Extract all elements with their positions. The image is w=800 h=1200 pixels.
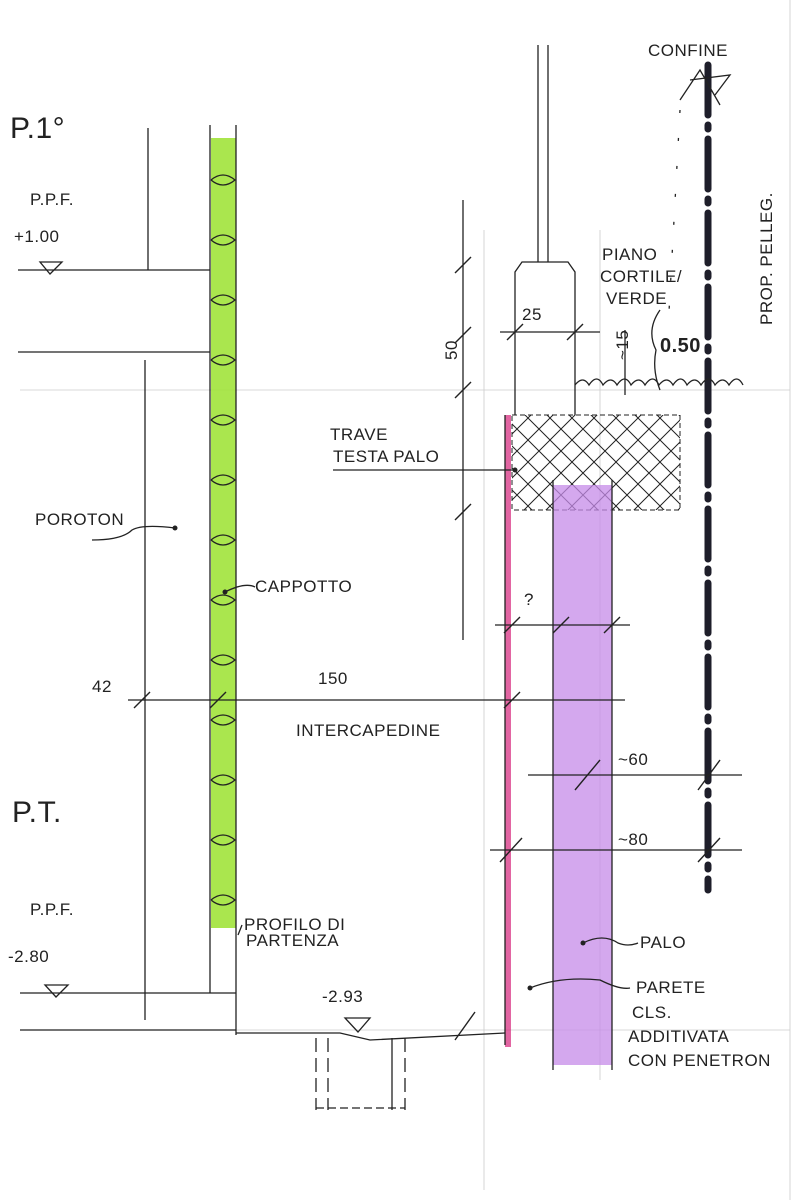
boundary-dashed-line <box>667 109 681 331</box>
courtyard-level-value: 0.50 <box>660 335 701 357</box>
construction-lines <box>20 0 791 1200</box>
prop-neighbor-label: PROP. PELLEG. <box>757 192 776 325</box>
trave-label-2: TESTA PALO <box>333 447 439 466</box>
ground-floor-slab <box>20 984 236 1031</box>
piano-label-1: PIANO <box>602 245 657 264</box>
boundary-marker-icon <box>679 68 732 106</box>
level-marker-icon <box>38 261 64 275</box>
dim-42: 42 <box>92 677 112 696</box>
parete-label-3: ADDITIVATA <box>628 1027 730 1046</box>
parete-label-2: CLS. <box>632 1003 672 1022</box>
bottom-level-value: -2.93 <box>322 987 363 1006</box>
ground-floor-label: P.T. <box>12 796 62 829</box>
leader-lines <box>91 309 661 991</box>
concrete-wall <box>504 415 511 1047</box>
confine-label: CONFINE <box>648 41 728 60</box>
level-marker-icon <box>43 984 70 998</box>
dim-80: ~80 <box>618 830 648 849</box>
ppf-upper-value: +1.00 <box>14 227 60 246</box>
cavity-bottom <box>236 1017 506 1110</box>
ppf-lower-label: P.P.F. <box>30 900 74 919</box>
poroton-label: POROTON <box>35 510 124 529</box>
dim-60: ~60 <box>618 750 648 769</box>
piano-label-3: VERDE <box>606 289 667 308</box>
ppf-upper-label: P.P.F. <box>30 190 74 209</box>
upper-floor-slab <box>18 261 210 353</box>
parete-label-1: PARETE <box>636 978 706 997</box>
level-marker-icon <box>343 1017 372 1033</box>
intercapedine-label: INTERCAPEDINE <box>296 721 440 740</box>
parete-label-4: CON PENETRON <box>628 1051 771 1070</box>
ppf-lower-value: -2.80 <box>8 947 49 966</box>
piano-label-2: CORTILE/ <box>600 267 682 286</box>
palo-label: PALO <box>640 933 686 952</box>
floor-1-label: P.1° <box>10 112 65 145</box>
column-above-beam <box>514 45 576 415</box>
dim-150: 150 <box>318 669 348 688</box>
dim-25: 25 <box>522 305 542 324</box>
cappotto-label: CAPPOTTO <box>255 577 352 596</box>
profilo-label-2: PARTENZA <box>246 931 339 950</box>
dimension-lines <box>128 200 742 1041</box>
dim-15: ~15 <box>613 330 632 360</box>
courtyard-ground-surface <box>574 378 744 387</box>
profilo-label-1: PROFILO DI <box>244 915 345 934</box>
trave-label-1: TRAVE <box>330 425 388 444</box>
question-mark: ? <box>524 590 534 609</box>
cappotto-insulation <box>209 125 237 1035</box>
dim-50: 50 <box>442 340 461 360</box>
